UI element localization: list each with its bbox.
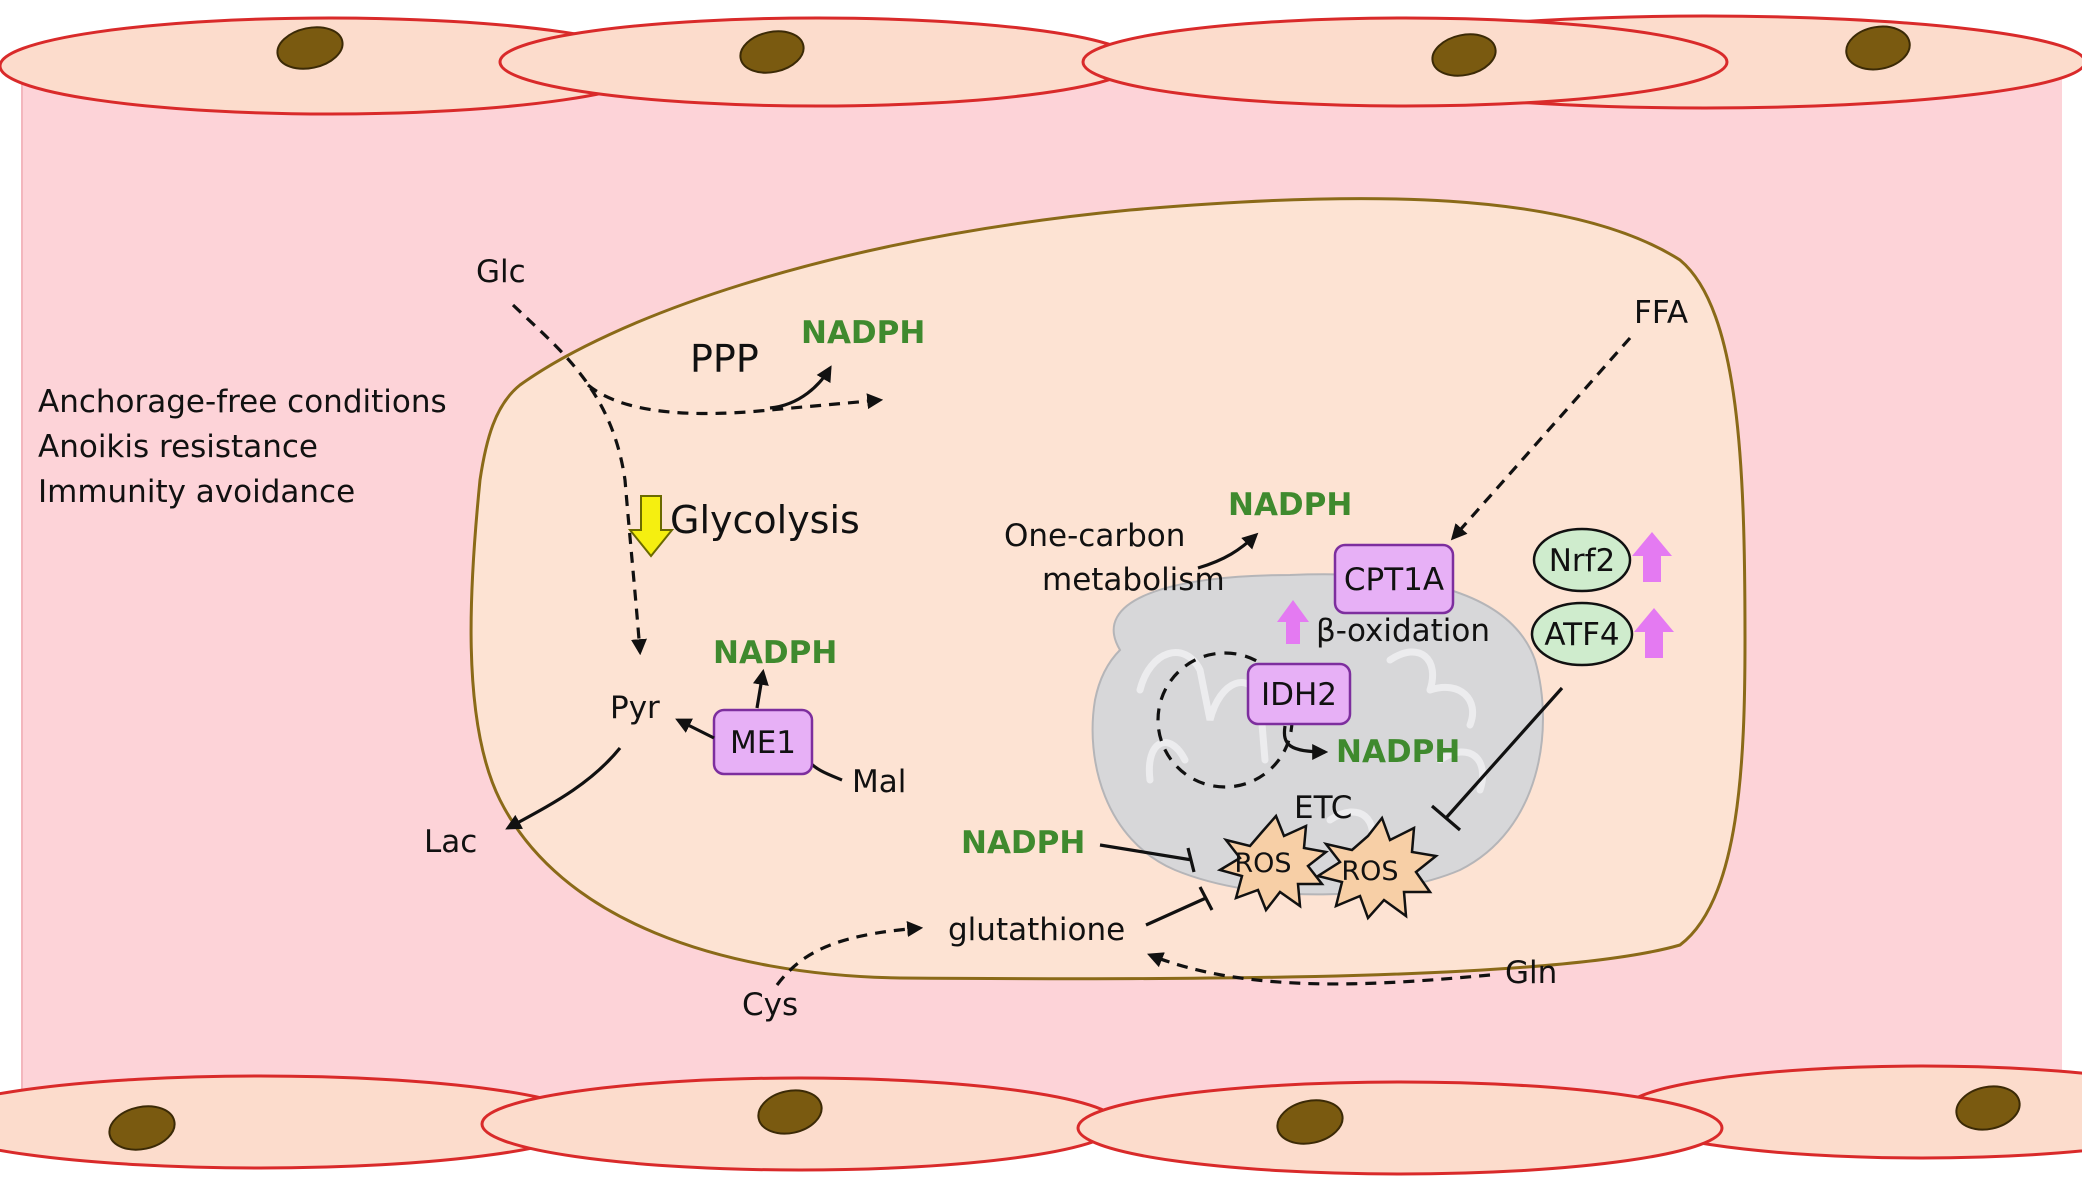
condition-anchorage-free: Anchorage-free conditions <box>38 384 447 420</box>
glycolysis-label: Glycolysis <box>670 498 860 542</box>
nucleus <box>1955 1085 2021 1131</box>
mitochondrion <box>1091 573 1544 896</box>
mal-label: Mal <box>852 764 906 800</box>
nucleus <box>1845 25 1911 71</box>
nucleus <box>739 30 805 74</box>
idh2-nadph-arrow <box>1282 725 1329 760</box>
condition-anoikis-resistance: Anoikis resistance <box>38 429 318 465</box>
top-endothelial-layer <box>0 14 2082 116</box>
ros-label-2: ROS <box>1341 856 1398 887</box>
me1-nadph: NADPH <box>713 635 837 671</box>
cpt1a-enzyme <box>1333 543 1455 615</box>
pyr-label: Pyr <box>610 690 660 726</box>
me1-to-nadph-arrow <box>753 668 769 709</box>
atf4-inhibits-ros <box>1430 686 1564 832</box>
nadph-inhibits-ros <box>1099 843 1196 873</box>
endothelial-cell <box>1076 1080 1724 1176</box>
cys-to-glutathione-arrow <box>775 921 924 986</box>
gln-to-glutathione-arrow <box>1147 952 1491 986</box>
ppp-nadph: NADPH <box>801 315 925 351</box>
bottom-endothelial-layer <box>0 1064 2082 1176</box>
glycolysis-down-arrow <box>627 495 675 558</box>
nrf2-oval <box>1532 527 1632 593</box>
ppp-label: PPP <box>690 337 759 381</box>
ffa-label: FFA <box>1634 295 1688 331</box>
one-carbon-line1: One-carbon <box>1004 518 1185 554</box>
beta-oxidation-up-arrow <box>1277 600 1309 644</box>
atf4-label: ATF4 <box>1544 617 1619 653</box>
condition-immunity-avoidance: Immunity avoidance <box>38 474 355 510</box>
ppp-branch-arrow <box>586 383 884 416</box>
me1-enzyme <box>712 708 814 776</box>
cpt1a-label: CPT1A <box>1344 562 1444 598</box>
atf4-up-arrow <box>1634 608 1674 658</box>
glutathione-inhibits-ros <box>1145 886 1214 927</box>
lac-label: Lac <box>424 824 477 860</box>
one-carbon-nadph: NADPH <box>1228 487 1352 523</box>
atf4-oval <box>1530 601 1634 667</box>
gln-label: Gln <box>1505 955 1557 991</box>
me1-to-pyr-arrow <box>675 718 715 740</box>
etc-label: ETC <box>1294 790 1352 826</box>
ros-label-1: ROS <box>1234 848 1291 879</box>
endothelial-cell <box>498 16 1138 108</box>
ros-star-2 <box>1314 815 1439 921</box>
idh2-enzyme <box>1246 662 1352 726</box>
beta-oxidation-label: β-oxidation <box>1316 613 1490 649</box>
nucleus <box>108 1105 176 1151</box>
idh2-nadph: NADPH <box>1336 734 1460 770</box>
cys-label: Cys <box>742 987 798 1023</box>
ffa-to-cpt1a-arrow <box>1450 336 1632 541</box>
one-carbon-line2: metabolism <box>1042 562 1225 598</box>
nucleus <box>276 26 344 70</box>
cytosol-nadph: NADPH <box>961 825 1085 861</box>
glc-label: Glc <box>476 254 526 290</box>
idh2-label: IDH2 <box>1261 677 1337 713</box>
ppp-nadph-arrow <box>769 365 832 410</box>
one-carbon-nadph-arrow <box>1197 532 1259 570</box>
glutathione-label: glutathione <box>948 912 1125 948</box>
glc-to-pyr-arrow <box>511 303 647 656</box>
nrf2-label: Nrf2 <box>1549 543 1616 579</box>
nucleus <box>1431 33 1497 77</box>
nucleus <box>757 1089 823 1135</box>
me1-label: ME1 <box>730 725 796 761</box>
nrf2-up-arrow <box>1632 532 1672 582</box>
endothelial-cell <box>1081 16 1729 108</box>
nucleus <box>1276 1099 1344 1145</box>
pyr-to-lac-arrow <box>505 746 622 830</box>
ros-star-1 <box>1216 813 1329 913</box>
